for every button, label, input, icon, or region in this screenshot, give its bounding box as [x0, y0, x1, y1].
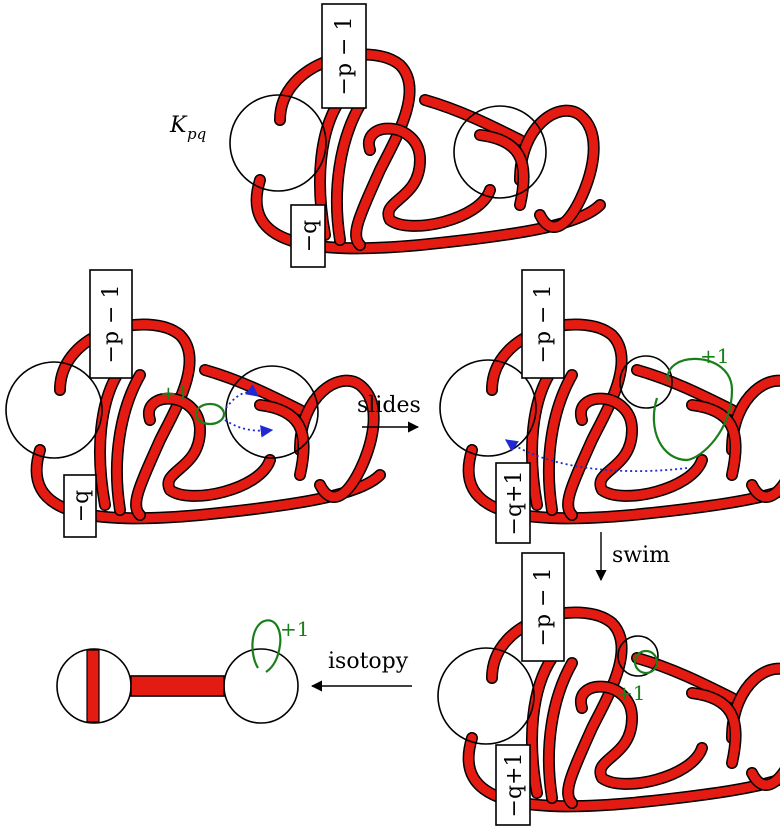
framing-label: +1: [700, 344, 729, 368]
box-top: [521, 552, 565, 662]
swim-label: swim: [612, 543, 670, 568]
band-connector-edge: [130, 675, 225, 697]
framing-label: +1: [160, 381, 189, 405]
left-disk: [439, 359, 537, 457]
box-bottom: [290, 204, 326, 268]
band-stripe: [86, 649, 100, 723]
framing-unknot: [194, 402, 226, 426]
box-top-label: −p − 1: [332, 17, 357, 96]
slide-path-upper: [225, 384, 260, 409]
left-disk: [229, 94, 327, 192]
box-bottom-label: −q+1: [502, 471, 527, 536]
box-top-label: −p − 1: [99, 285, 124, 364]
box-top-label: −p − 1: [531, 568, 556, 647]
box-bottom-label: −q: [297, 220, 322, 253]
slide-return-path: [504, 439, 688, 473]
panel-middle-left: −p − 1 −q +1: [5, 269, 380, 538]
right-disk: [223, 648, 299, 724]
right-disk: [453, 105, 547, 199]
panel-bottom-left: +1: [56, 617, 309, 724]
left-disk: [5, 361, 103, 459]
box-top: [321, 3, 367, 109]
kpq-label: K: [169, 113, 188, 138]
box-top: [89, 269, 133, 379]
box-bottom-label: −q: [69, 490, 94, 523]
left-disk: [437, 647, 535, 745]
framing-curve: [652, 357, 734, 462]
right-disk: [225, 365, 319, 459]
box-bottom: [63, 474, 97, 538]
panel-top-kpq: −p − 1 −q: [229, 3, 600, 268]
framing-unknot: [633, 649, 659, 675]
kpq-subscript: pq: [187, 125, 206, 143]
right-disk: [617, 635, 659, 677]
framing-label: +1: [616, 681, 645, 705]
box-bottom: [495, 462, 531, 544]
panel-bottom-right: −p − 1 −q+1 +1: [437, 552, 780, 826]
isotopy-label: isotopy: [328, 649, 409, 674]
framing-curve: [251, 619, 282, 673]
box-bottom-label: −q+1: [502, 753, 527, 818]
framing-label: +1: [280, 617, 309, 641]
right-disk: [619, 355, 673, 409]
slides-label: slides: [357, 393, 421, 418]
box-top-label: −p − 1: [531, 285, 556, 364]
panel-middle-right: −p − 1 −q+1 +1: [439, 269, 780, 544]
box-bottom: [495, 744, 531, 826]
box-top: [521, 269, 565, 379]
